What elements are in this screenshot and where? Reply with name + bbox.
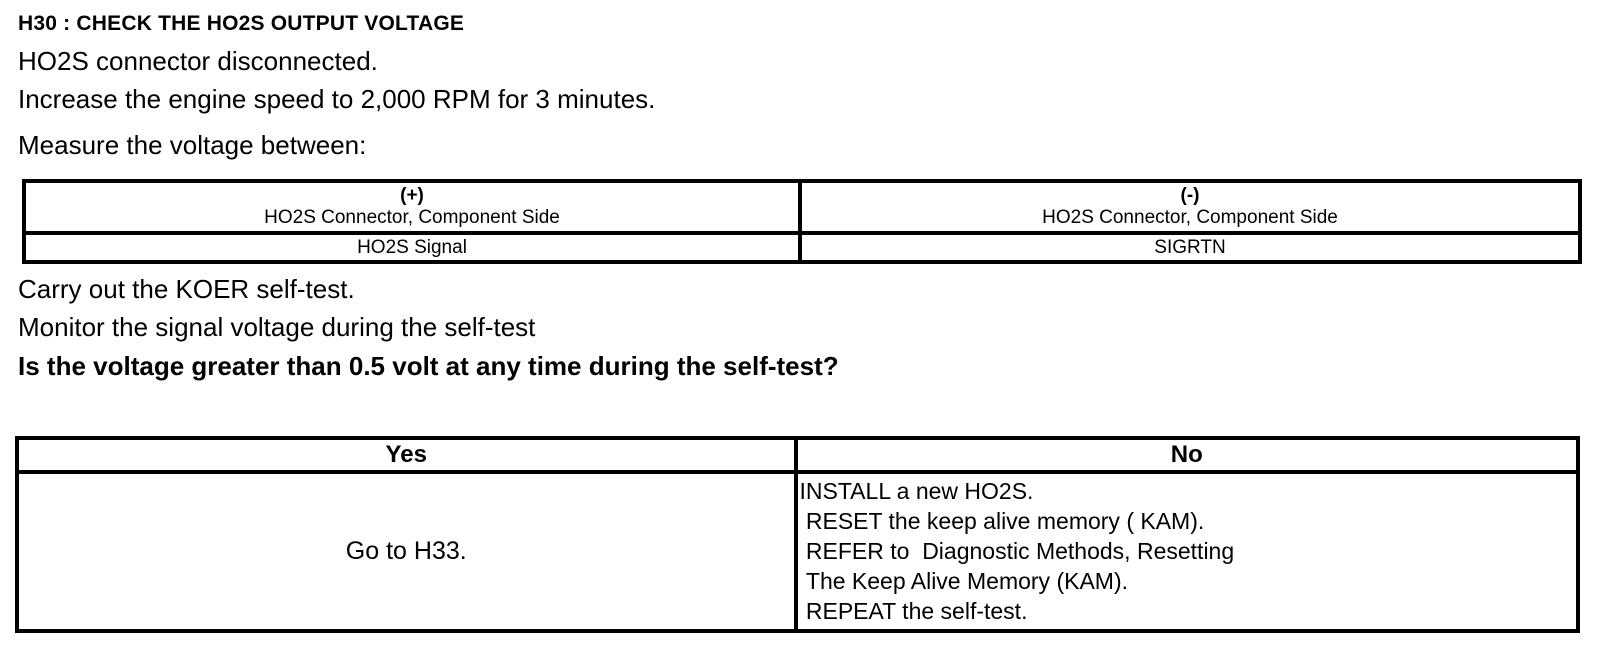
yes-column-header: Yes [19,440,798,470]
decision-table: Yes No Go to H33. INSTALL a new HO2S. RE… [15,436,1580,633]
negative-location-label: HO2S Connector, Component Side [1042,207,1338,228]
negative-lead-header-cell: (-) HO2S Connector, Component Side [802,183,1578,231]
no-action-line: The Keep Alive Memory (KAM). [799,568,1128,594]
instruction-line: HO2S connector disconnected. [18,46,378,76]
measurement-table-signal-row: HO2S Signal SIGRTN [26,235,1578,260]
negative-signal-cell: SIGRTN [802,235,1578,260]
page-title: H30 : CHECK THE HO2S OUTPUT VOLTAGE [18,12,465,35]
positive-signal-cell: HO2S Signal [26,235,802,260]
decision-table-body-row: Go to H33. INSTALL a new HO2S. RESET the… [19,474,1576,629]
yes-action-cell: Go to H33. [19,474,798,629]
positive-location-label: HO2S Connector, Component Side [264,207,560,228]
positive-signal-name: HO2S Signal [357,237,467,258]
no-action-line: REFER to Diagnostic Methods, Resetting [799,538,1235,564]
no-column-header: No [1170,441,1203,468]
negative-polarity-label: (-) [1180,185,1200,206]
no-action-cell: INSTALL a new HO2S. RESET the keep alive… [798,474,1577,629]
positive-polarity-label: (+) [400,185,424,206]
decision-table-header-row: Yes No [19,440,1576,474]
negative-signal-name: SIGRTN [1154,237,1226,258]
no-action-line: RESET the keep alive memory ( KAM). [799,508,1205,534]
positive-lead-header-cell: (+) HO2S Connector, Component Side [26,183,802,231]
measurement-table-header-row: (+) HO2S Connector, Component Side (-) H… [26,183,1578,235]
test-question: Is the voltage greater than 0.5 volt at … [18,351,839,381]
measurement-table: (+) HO2S Connector, Component Side (-) H… [22,179,1582,264]
instruction-line: Measure the voltage between: [18,130,367,160]
no-action-line: INSTALL a new HO2S. [799,478,1034,504]
instruction-line: Carry out the KOER self-test. [18,274,355,304]
no-action-line: REPEAT the self-test. [799,598,1028,624]
instruction-line: Increase the engine speed to 2,000 RPM f… [18,84,656,114]
instruction-line: Monitor the signal voltage during the se… [18,312,536,342]
yes-action-text: Go to H33. [345,537,467,565]
